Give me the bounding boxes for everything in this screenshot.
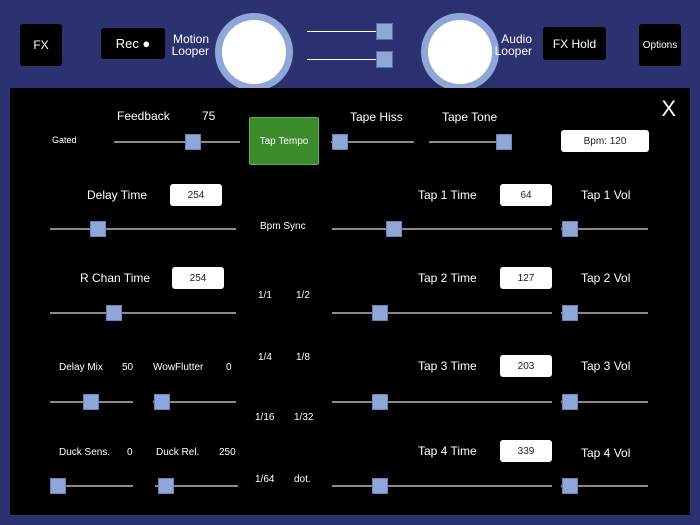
tape-hiss-slider-track xyxy=(331,141,414,143)
wow-flutter-value: 0 xyxy=(226,362,232,373)
sync-division-1-64[interactable]: 1/64 xyxy=(255,474,275,485)
top-slider-2-handle[interactable] xyxy=(376,51,393,68)
top-slider-2-track xyxy=(307,59,385,60)
delay-time-field[interactable]: 254 xyxy=(170,184,222,206)
tap-3-time-slider-track xyxy=(332,401,552,403)
delay-mix-value: 50 xyxy=(122,362,134,373)
tap-1-vol-label: Tap 1 Vol xyxy=(581,188,631,202)
r-chan-time-slider-track xyxy=(50,312,236,314)
duck-rel-slider-track xyxy=(155,485,238,487)
tape-hiss-label: Tape Hiss xyxy=(350,110,403,124)
duck-rel-slider-handle[interactable] xyxy=(158,478,174,494)
bpm-sync-label: Bpm Sync xyxy=(260,221,306,232)
sync-division-1-1[interactable]: 1/1 xyxy=(258,290,272,301)
sync-division-1-8[interactable]: 1/8 xyxy=(296,352,310,363)
delay-time-slider-track xyxy=(50,228,236,230)
wow-flutter-label: WowFlutter xyxy=(153,362,204,373)
tap-3-time-label: Tap 3 Time xyxy=(418,359,477,373)
tap-2-vol-label: Tap 2 Vol xyxy=(581,271,631,285)
tap-3-vol-label: Tap 3 Vol xyxy=(581,359,631,373)
tap-4-vol-slider-track xyxy=(561,485,648,487)
tap-3-time-slider-handle[interactable] xyxy=(372,394,388,410)
motion-looper-label: Motion Looper xyxy=(171,32,209,58)
tap-3-vol-slider-handle[interactable] xyxy=(562,394,578,410)
top-slider-1-handle[interactable] xyxy=(376,23,393,40)
tap-4-time-field[interactable]: 339 xyxy=(500,440,552,462)
duck-sens-slider-track xyxy=(50,485,133,487)
duck-rel-value: 250 xyxy=(219,447,236,458)
duck-sens-slider-handle[interactable] xyxy=(50,478,66,494)
duck-rel-label: Duck Rel. xyxy=(156,447,200,458)
fx-button[interactable]: FX xyxy=(20,24,62,66)
bpm-field[interactable]: Bpm: 120 xyxy=(561,130,649,152)
tap-2-vol-slider-handle[interactable] xyxy=(562,305,578,321)
delay-settings-panel: X Gated Feedback 75 Tap Tempo Tape Hiss … xyxy=(10,88,690,515)
tap-1-vol-slider-handle[interactable] xyxy=(562,221,578,237)
tap-1-time-label: Tap 1 Time xyxy=(418,188,477,202)
tap-2-time-slider-track xyxy=(332,312,552,314)
delay-mix-label: Delay Mix xyxy=(59,362,103,373)
feedback-label: Feedback xyxy=(117,109,170,123)
audio-looper-knob[interactable] xyxy=(421,13,499,91)
sync-division-dot[interactable]: dot. xyxy=(294,474,311,485)
duck-sens-value: 0 xyxy=(127,447,133,458)
tap-4-vol-label: Tap 4 Vol xyxy=(581,446,631,460)
tape-tone-label: Tape Tone xyxy=(442,110,498,124)
audio-looper-label: Audio Looper xyxy=(494,32,532,58)
top-slider-1-track xyxy=(307,31,385,32)
feedback-value: 75 xyxy=(202,109,216,123)
tap-2-vol-slider-track xyxy=(561,312,648,314)
tap-2-time-field[interactable]: 127 xyxy=(500,267,552,289)
rec-button[interactable]: Rec ● xyxy=(101,28,165,59)
options-button[interactable]: Options xyxy=(639,24,681,66)
wow-flutter-slider-track xyxy=(153,401,236,403)
tape-hiss-slider-handle[interactable] xyxy=(332,134,348,150)
close-button[interactable]: X xyxy=(661,96,676,121)
delay-time-slider-handle[interactable] xyxy=(90,221,106,237)
feedback-slider-track xyxy=(114,141,240,143)
duck-sens-label: Duck Sens. xyxy=(59,447,111,458)
tap-4-time-slider-handle[interactable] xyxy=(372,478,388,494)
tap-2-time-label: Tap 2 Time xyxy=(418,271,477,285)
sync-division-1-32[interactable]: 1/32 xyxy=(294,412,314,423)
tape-tone-slider-track xyxy=(429,141,512,143)
tape-tone-slider-handle[interactable] xyxy=(496,134,512,150)
motion-looper-knob[interactable] xyxy=(215,13,293,91)
tap-1-vol-slider-track xyxy=(561,228,648,230)
sync-division-1-4[interactable]: 1/4 xyxy=(258,352,272,363)
fx-hold-button[interactable]: FX Hold xyxy=(543,27,606,60)
r-chan-time-slider-handle[interactable] xyxy=(106,305,122,321)
delay-mix-slider-handle[interactable] xyxy=(83,394,99,410)
tap-4-time-label: Tap 4 Time xyxy=(418,444,477,458)
tap-3-time-field[interactable]: 203 xyxy=(500,355,552,377)
gated-label: Gated xyxy=(52,135,77,145)
r-chan-time-label: R Chan Time xyxy=(80,271,151,285)
sync-division-1-2[interactable]: 1/2 xyxy=(296,290,310,301)
tap-4-time-slider-track xyxy=(332,485,552,487)
feedback-slider-handle[interactable] xyxy=(185,134,201,150)
sync-division-1-16[interactable]: 1/16 xyxy=(255,412,275,423)
wow-flutter-slider-handle[interactable] xyxy=(154,394,170,410)
r-chan-time-field[interactable]: 254 xyxy=(172,267,224,289)
tap-4-vol-slider-handle[interactable] xyxy=(562,478,578,494)
tap-1-time-slider-handle[interactable] xyxy=(386,221,402,237)
tap-2-time-slider-handle[interactable] xyxy=(372,305,388,321)
tap-1-time-field[interactable]: 64 xyxy=(500,184,552,206)
tap-1-time-slider-track xyxy=(332,228,552,230)
tap-tempo-button[interactable]: Tap Tempo xyxy=(249,117,319,165)
delay-time-label: Delay Time xyxy=(87,188,148,202)
tap-3-vol-slider-track xyxy=(561,401,648,403)
